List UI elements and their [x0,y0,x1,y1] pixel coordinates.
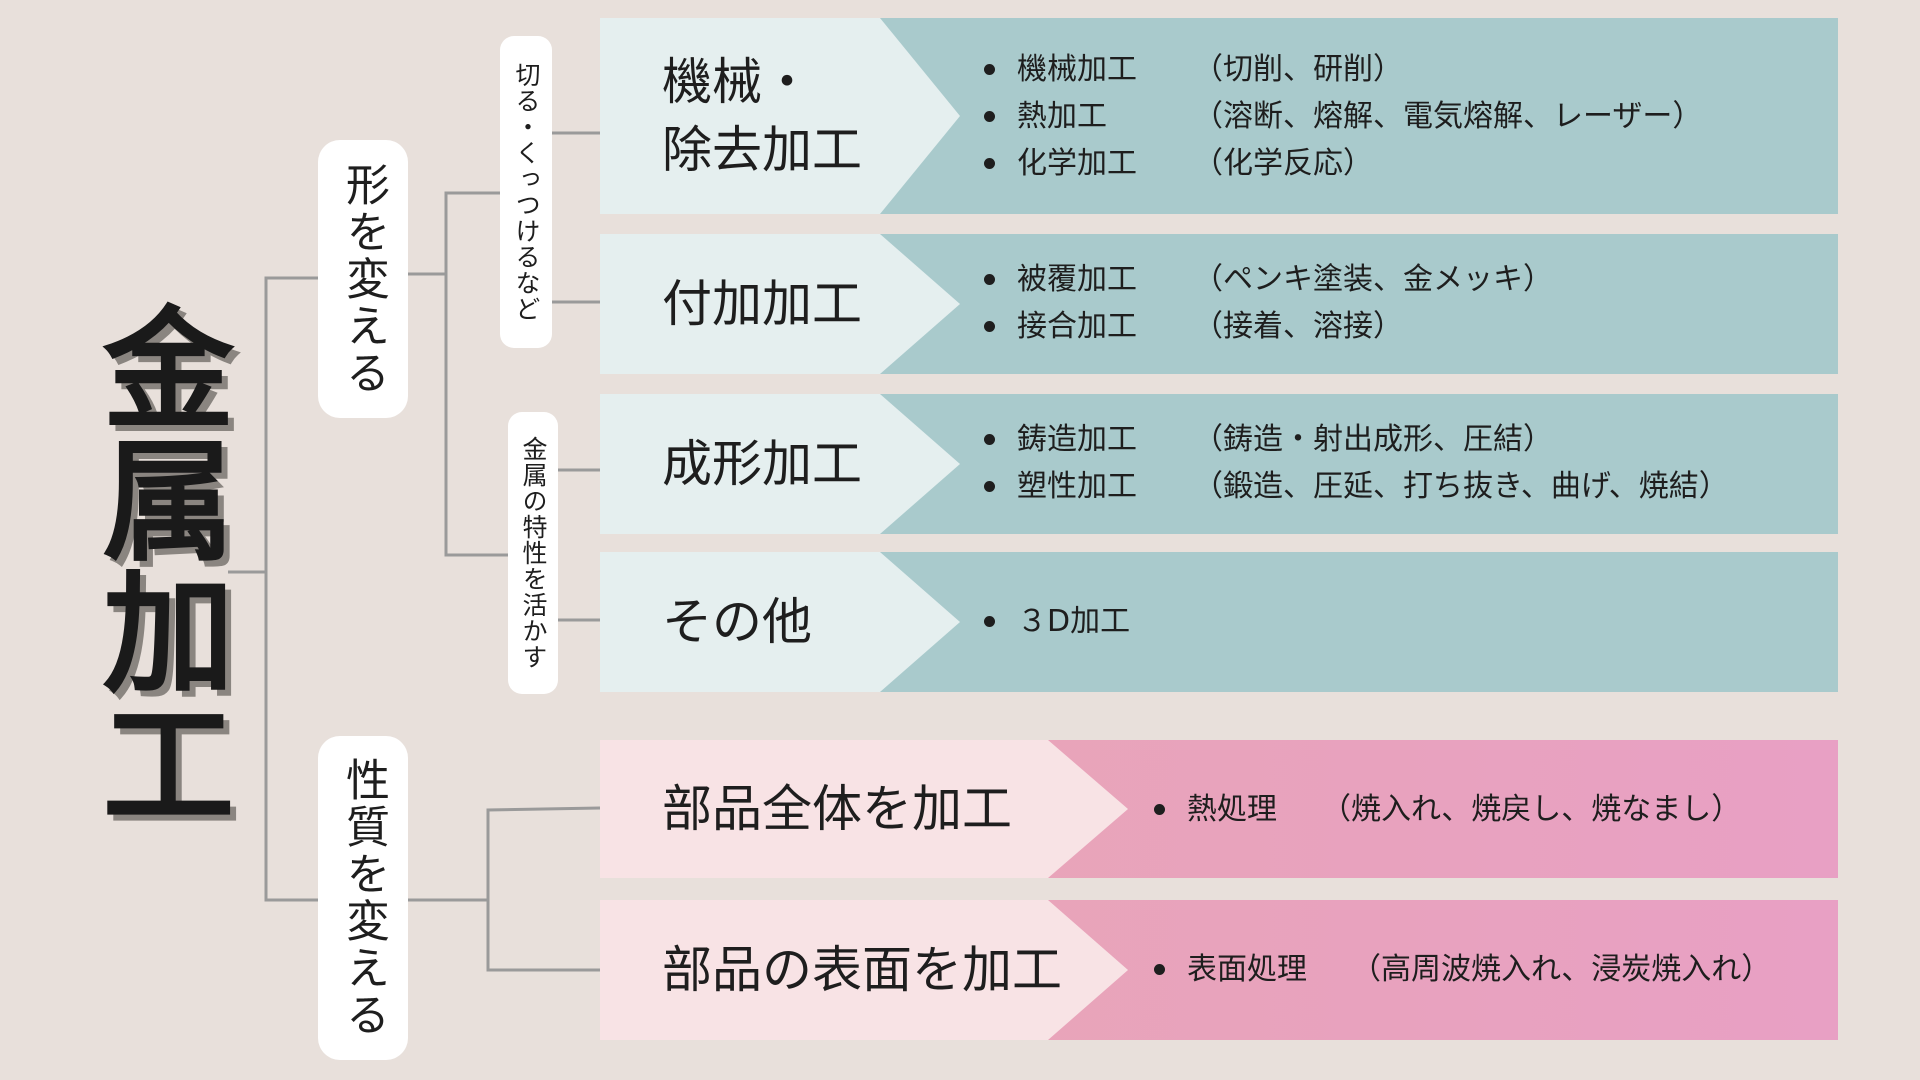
row-label: 成形加工 [662,435,862,493]
list-item: 接合加工（接着、溶接） [984,303,1553,350]
list-item: ３D加工 [984,598,1193,645]
process-row-whole-part: 部品全体を加工 熱処理（焼入れ、焼戻し、焼なまし） [600,740,1838,878]
bullet-icon [984,434,995,445]
bullet-icon [1154,804,1165,815]
bullet-icon [1154,964,1165,975]
connector-cat1-branches [444,191,508,557]
list-item: 機械加工（切削、研削） [984,46,1702,93]
process-row-forming: 成形加工 鋳造加工（鋳造・射出成形、圧結） 塑性加工（鍛造、圧延、打ち抜き、曲げ… [600,394,1838,534]
row-chevron [600,740,1128,878]
bullet-icon [984,616,995,627]
list-item: 熱加工（溶断、熔解、電気熔解、レーザー） [984,93,1702,140]
process-row-additive: 付加加工 被覆加工（ペンキ塗装、金メッキ） 接合加工（接着、溶接） [600,234,1838,374]
row-item-list: 熱処理（焼入れ、焼戻し、焼なまし） [1154,786,1741,833]
row-label: 機械・ 除去加工 [662,53,862,179]
connector-title-branches [264,276,318,902]
process-row-other: その他 ３D加工 [600,552,1838,692]
row-chevron [600,552,960,692]
row-item-list: 表面処理（高周波焼入れ、浸炭焼入れ） [1154,946,1771,993]
row-label: 付加加工 [662,275,862,333]
process-row-surface: 部品の表面を加工 表面処理（高周波焼入れ、浸炭焼入れ） [600,900,1838,1040]
list-item: 化学加工（化学反応） [984,140,1702,187]
bullet-icon [984,158,995,169]
bullet-icon [984,481,995,492]
category-label: 形を変える [338,161,389,397]
row-chevron [600,394,960,534]
bullet-icon [984,321,995,332]
row-label: 部品全体を加工 [662,780,1012,838]
row-item-list: ３D加工 [984,598,1193,645]
category-label: 性質を変える [338,757,389,1039]
bullet-icon [984,274,995,285]
list-item: 被覆加工（ペンキ塗装、金メッキ） [984,256,1553,303]
process-row-machining: 機械・ 除去加工 機械加工（切削、研削） 熱加工（溶断、熔解、電気熔解、レーザー… [600,18,1838,214]
connector-cat2-branches [486,806,601,972]
category-property-change: 性質を変える [318,736,408,1060]
row-chevron [600,900,1128,1040]
subcategory-metal-properties: 金属の特性を活かす [508,412,558,694]
main-title: 金属加工 [80,300,234,828]
list-item: 鋳造加工（鋳造・射出成形、圧結） [984,416,1729,463]
list-item: 表面処理（高周波焼入れ、浸炭焼入れ） [1154,946,1771,993]
row-item-list: 被覆加工（ペンキ塗装、金メッキ） 接合加工（接着、溶接） [984,256,1553,350]
row-label: その他 [662,593,812,651]
list-item: 塑性加工（鍛造、圧延、打ち抜き、曲げ、焼結） [984,463,1729,510]
row-chevron [600,234,960,374]
row-label: 部品の表面を加工 [662,941,1062,999]
subcategory-label: 金属の特性を活かす [519,436,548,670]
bullet-icon [984,111,995,122]
row-item-list: 機械加工（切削、研削） 熱加工（溶断、熔解、電気熔解、レーザー） 化学加工（化学… [984,46,1702,187]
row-item-list: 鋳造加工（鋳造・射出成形、圧結） 塑性加工（鍛造、圧延、打ち抜き、曲げ、焼結） [984,416,1729,510]
subcategory-cut-join: 切る・くっつけるなど [500,36,552,348]
row-chevron [600,18,960,214]
category-shape-change: 形を変える [318,140,408,418]
subcategory-label: 切る・くっつけるなど [512,62,541,322]
list-item: 熱処理（焼入れ、焼戻し、焼なまし） [1154,786,1741,833]
bullet-icon [984,64,995,75]
